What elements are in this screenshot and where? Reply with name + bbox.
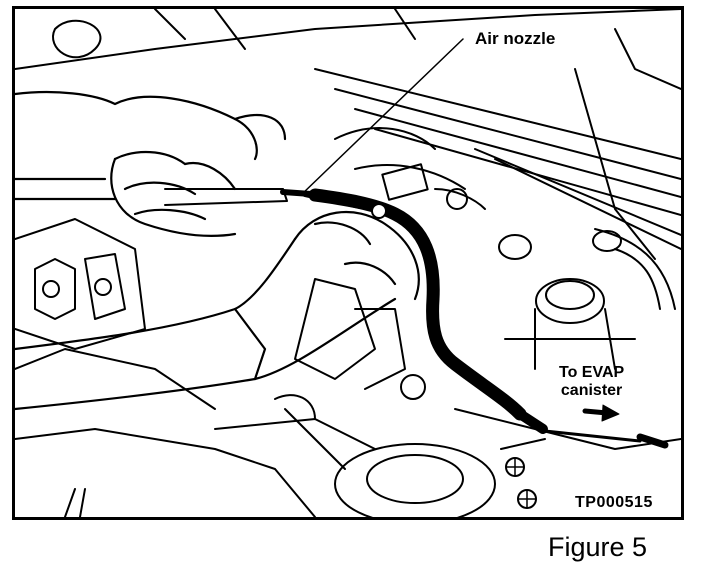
evap-hose — [308, 188, 669, 449]
evap-label-line-2: canister — [560, 382, 623, 399]
reference-code: TP000515 — [575, 494, 653, 511]
engine-block — [15, 218, 216, 410]
coolant-hose — [498, 228, 676, 310]
air-nozzle-leader-line — [300, 38, 464, 196]
lower-hand — [15, 210, 420, 411]
reservoir-cap — [504, 278, 636, 370]
radiator-support — [314, 28, 681, 260]
intake-assembly — [294, 127, 486, 400]
hood-edge — [15, 9, 681, 70]
evap-canister-label: To EVAP canister — [559, 364, 624, 400]
right-arrow-icon — [582, 404, 620, 422]
figure-frame: Air nozzle To EVAP canister TP000515 — [12, 6, 684, 520]
engine-bay-illustration — [15, 9, 681, 517]
lower-frame — [15, 394, 681, 517]
mounting-bolts — [500, 438, 546, 509]
upper-hand — [15, 90, 287, 238]
evap-label-line-1: To EVAP — [559, 364, 625, 381]
air-nozzle-label: Air nozzle — [475, 29, 556, 48]
figure-caption: Figure 5 — [548, 532, 648, 562]
